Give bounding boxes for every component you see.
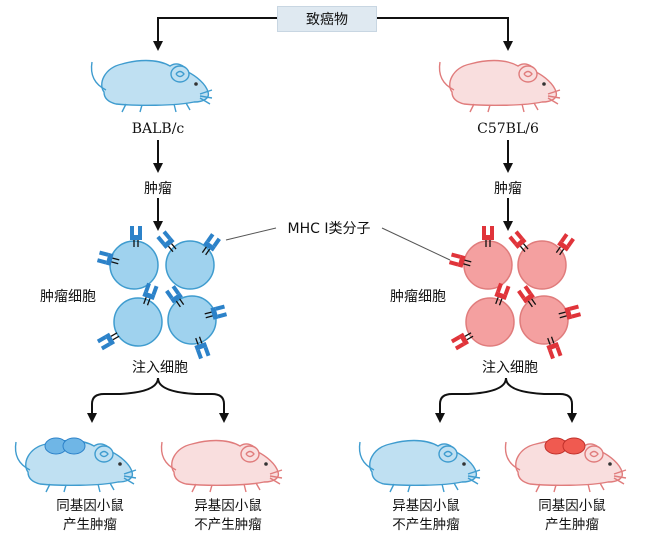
left-tumor-cells-label: 肿瘤细胞 — [40, 289, 96, 305]
right-strain-label: C57BL/6 — [477, 121, 539, 137]
right-allogeneic-mouse-icon — [358, 439, 481, 493]
mhc-leader-right — [381, 227, 451, 261]
right-outcome-a-line2: 不产生肿瘤 — [392, 517, 460, 533]
left-tumor-growth-icon — [44, 437, 86, 455]
arrow-left-branch-b — [157, 377, 229, 423]
carcinogen-box: 致癌物 — [277, 6, 377, 32]
balbc-mouse-icon — [90, 59, 213, 113]
left-tumor-label: 肿瘤 — [144, 181, 172, 197]
left-outcome-a-line2: 产生肿瘤 — [63, 517, 117, 533]
left-outcome-b-line1: 异基因小鼠 — [194, 498, 262, 514]
c57-mouse-icon — [438, 59, 561, 113]
arrow-right-branch-a — [435, 377, 507, 423]
right-outcome-a-line1: 异基因小鼠 — [392, 498, 460, 514]
arrow-to-balbc — [153, 17, 277, 51]
right-tumor-growth-icon — [544, 437, 586, 455]
left-inject-label: 注入细胞 — [132, 360, 188, 376]
right-tumor-cells-label: 肿瘤细胞 — [390, 289, 446, 305]
right-inject-label: 注入细胞 — [482, 360, 538, 376]
left-strain-label: BALB/c — [131, 121, 185, 137]
left-outcome-a-line1: 同基因小鼠 — [56, 498, 124, 514]
right-outcome-b-line1: 同基因小鼠 — [538, 498, 606, 514]
arrow-right-branch-b — [505, 377, 577, 423]
left-outcome-a: 同基因小鼠 产生肿瘤 — [30, 497, 150, 535]
mhc-label: MHC Ⅰ类分子 — [287, 221, 371, 237]
mhc-leader-left — [225, 227, 277, 241]
right-tumor-cells — [463, 240, 569, 347]
left-allogeneic-mouse-icon — [160, 439, 283, 493]
right-mhc-molecules — [448, 225, 582, 360]
right-outcome-b: 同基因小鼠 产生肿瘤 — [512, 497, 632, 535]
left-outcome-b-line2: 不产生肿瘤 — [194, 517, 262, 533]
left-tumor-cells — [109, 240, 217, 347]
left-outcome-b: 异基因小鼠 不产生肿瘤 — [168, 497, 288, 535]
right-outcome-a: 异基因小鼠 不产生肿瘤 — [366, 497, 486, 535]
right-outcome-b-line2: 产生肿瘤 — [545, 517, 599, 533]
arrow-left-branch-a — [87, 377, 159, 423]
arrow-to-c57 — [376, 17, 513, 51]
right-tumor-label: 肿瘤 — [494, 181, 522, 197]
